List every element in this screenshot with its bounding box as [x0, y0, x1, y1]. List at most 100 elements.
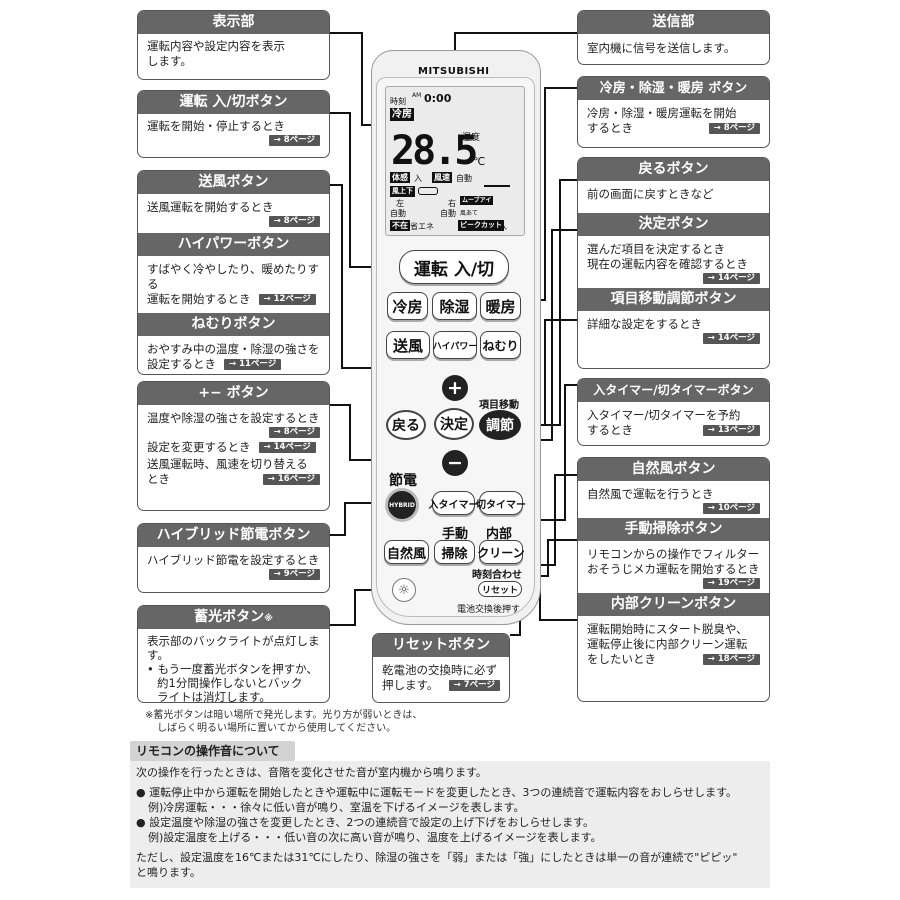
plusminus-line: 温度や除湿の強さを設定するとき	[147, 411, 320, 425]
lcd-fukoji: 風上下	[390, 186, 415, 197]
light-box-bullet: • もう一度蓄光ボタンを押すか、	[147, 662, 318, 676]
lcd-am: AM	[412, 92, 422, 99]
page-ref: → 9ページ	[268, 569, 320, 580]
fan-box-text: 送風運転を開始するとき	[147, 200, 274, 214]
high-power-button[interactable]: ハイパワー	[433, 331, 477, 359]
lcd-clock-label: 時刻	[390, 97, 406, 106]
power-button[interactable]: 運転 入/切	[399, 250, 509, 284]
natural-wind-button[interactable]: 自然風	[384, 540, 429, 564]
reset-button[interactable]: リセット	[478, 581, 522, 597]
page-ref: → 8ページ	[708, 123, 760, 134]
manual-box-line: リモコンからの操作でフィルター	[587, 547, 760, 561]
light-box-bullet: 約1分間操作しないとバック	[157, 676, 303, 690]
sound-example: 例)冷房運転・・・徐々に低い音が鳴り、室温を下げるイメージを表します。	[148, 801, 525, 814]
sleep-box-title: ねむりボタン	[138, 313, 329, 336]
sleep-button[interactable]: ねむり	[480, 331, 521, 359]
light-box-title: 蓄光ボタン※	[138, 606, 329, 629]
sound-closing: ただし、設定温度を16℃または31℃にしたり、除湿の強さを「弱」または「強」にし…	[136, 851, 738, 864]
lcd-taikan: 体感	[390, 172, 410, 183]
lcd-humidity: 湿度	[462, 133, 481, 143]
back-button[interactable]: 戻る	[386, 410, 426, 440]
manual-box-title: 手動掃除ボタン	[578, 518, 769, 541]
page-ref: → 19ページ	[702, 578, 760, 589]
nav-group-box: 戻るボタン 前の画面に戻すときなど 決定ボタン 選んだ項目を決定するとき 現在の…	[577, 157, 770, 369]
adjust-label: 項目移動	[479, 400, 519, 411]
mode-box-line: するとき	[587, 121, 633, 135]
timer-on-button[interactable]: 入タイマー	[429, 491, 479, 515]
decide-box-title: 決定ボタン	[578, 213, 769, 236]
mode-box-line: 冷房・除湿・暖房運転を開始	[587, 106, 737, 120]
adjust-box-title: 項目移動調節ボタン	[578, 288, 769, 311]
sound-closing: と鳴ります。	[136, 866, 201, 879]
reset-box-line: 押します。	[382, 678, 439, 692]
decide-button[interactable]: 決定	[434, 408, 474, 440]
internal-box-line: をしたいとき	[587, 652, 656, 666]
lcd-peakcut: ピークカット	[458, 220, 504, 231]
setsuden-label: 節電	[389, 473, 417, 489]
heat-button[interactable]: 暖房	[480, 292, 521, 320]
lcd-kazeate: 風あて	[460, 210, 478, 217]
internal-label: 内部	[486, 527, 513, 542]
lcd-left: 左	[396, 199, 404, 208]
internal-box-title: 内部クリーンボタン	[578, 593, 769, 616]
reset-box: リセットボタン 乾電池の交換時に必ず 押します。→ 7ページ	[372, 633, 510, 703]
power-box: 運転 入/切ボタン 運転を開始・停止するとき → 8ページ	[137, 90, 330, 158]
lcd-louver-icon	[484, 185, 510, 191]
hipower-box-line: 運転を開始するとき	[147, 292, 251, 306]
page-ref: → 8ページ	[268, 135, 320, 146]
lcd-fuko: 風速	[432, 172, 452, 183]
display-box-line: します。	[147, 54, 192, 68]
sound-bullet: ● 運転停止中から運転を開始したときや運転中に運転モードを変更したとき、3つの連…	[136, 786, 737, 799]
fan-button[interactable]: 送風	[386, 331, 430, 359]
manual-clean-button[interactable]: 掃除	[434, 540, 475, 564]
lcd-right: 右	[448, 199, 456, 208]
page-ref: → 16ページ	[262, 474, 320, 485]
send-box-text: 室内機に信号を送信します。	[587, 41, 736, 55]
lcd-mode: 冷房	[390, 108, 414, 121]
mode-box-title: 冷房・除湿・暖房 ボタン	[578, 77, 769, 100]
internal-clean-button[interactable]: クリーン	[477, 540, 525, 564]
sound-section-body: 次の操作を行ったときは、音階を変化させた音が室内機から鳴ります。 ● 運転停止中…	[130, 761, 770, 888]
plus-button[interactable]: +	[442, 375, 468, 401]
minus-button[interactable]: −	[442, 450, 468, 476]
minus-icon: −	[447, 452, 463, 474]
sound-bullet: ● 設定温度や除湿の強さを変更したとき、2つの連続音で設定の上げ下げをおしらせし…	[136, 816, 595, 829]
lcd-shoene: 省エネ	[410, 222, 434, 231]
page-ref: → 7ページ	[448, 680, 500, 691]
timer-box-title: 入タイマー/切タイマーボタン	[578, 379, 769, 402]
back-box-title: 戻るボタン	[578, 158, 769, 181]
brand-logo: MITSUBISHI	[418, 66, 490, 77]
mode-box: 冷房・除湿・暖房 ボタン 冷房・除湿・暖房運転を開始 するとき → 8ページ	[577, 76, 770, 148]
power-box-text: 運転を開始・停止するとき	[147, 119, 285, 133]
page-ref: → 14ページ	[702, 273, 760, 284]
hipower-box-line: すばやく冷やしたり、暖めたりする	[147, 262, 320, 291]
clean-group-box: 自然風ボタン 自然風で運転を行うとき → 10ページ 手動掃除ボタン リモコンか…	[577, 457, 770, 702]
lcd-fuzai: 不在	[390, 220, 410, 231]
natural-box-title: 自然風ボタン	[578, 458, 769, 481]
timer-box: 入タイマー/切タイマーボタン 入タイマー/切タイマーを予約 するとき→ 13ペー…	[577, 378, 770, 446]
light-button[interactable]: ☼	[392, 578, 416, 602]
sleep-box-line: 設定するとき	[147, 357, 216, 371]
reset-box-line: 乾電池の交換時に必ず	[382, 663, 497, 677]
page-ref: → 13ページ	[702, 425, 760, 436]
natural-box-text: 自然風で運転を行うとき	[587, 487, 714, 501]
page-ref: → 8ページ	[268, 216, 320, 227]
hybrid-box: ハイブリッド節電ボタン ハイブリッド節電を設定するとき → 9ページ	[137, 523, 330, 593]
sound-example: 例)設定温度を上げる・・・低い音の次に高い音が鳴り、温度を上げるイメージを表しま…	[148, 831, 602, 844]
timer-off-button[interactable]: 切タイマー	[476, 491, 526, 515]
hybrid-button[interactable]: HYBRID	[385, 488, 419, 522]
power-box-title: 運転 入/切ボタン	[138, 91, 329, 114]
page-ref: → 10ページ	[702, 503, 760, 514]
manual-label: 手動	[442, 527, 469, 542]
send-box: 送信部 室内機に信号を送信します。	[577, 10, 770, 65]
battery-label: 電池交換後押す	[457, 605, 521, 615]
display-box-line: 運転内容や設定内容を表示	[147, 39, 285, 53]
sound-section-title: リモコンの操作音について	[130, 741, 295, 761]
page-ref: → 8ページ	[268, 427, 320, 438]
fan-box-title: 送風ボタン	[138, 171, 329, 194]
light-box-title-text: 蓄光ボタン	[194, 609, 265, 625]
dehumidify-button[interactable]: 除湿	[432, 292, 477, 320]
display-box-title: 表示部	[138, 11, 329, 34]
cool-button[interactable]: 冷房	[387, 292, 428, 320]
adjust-button[interactable]: 調節	[479, 410, 521, 440]
